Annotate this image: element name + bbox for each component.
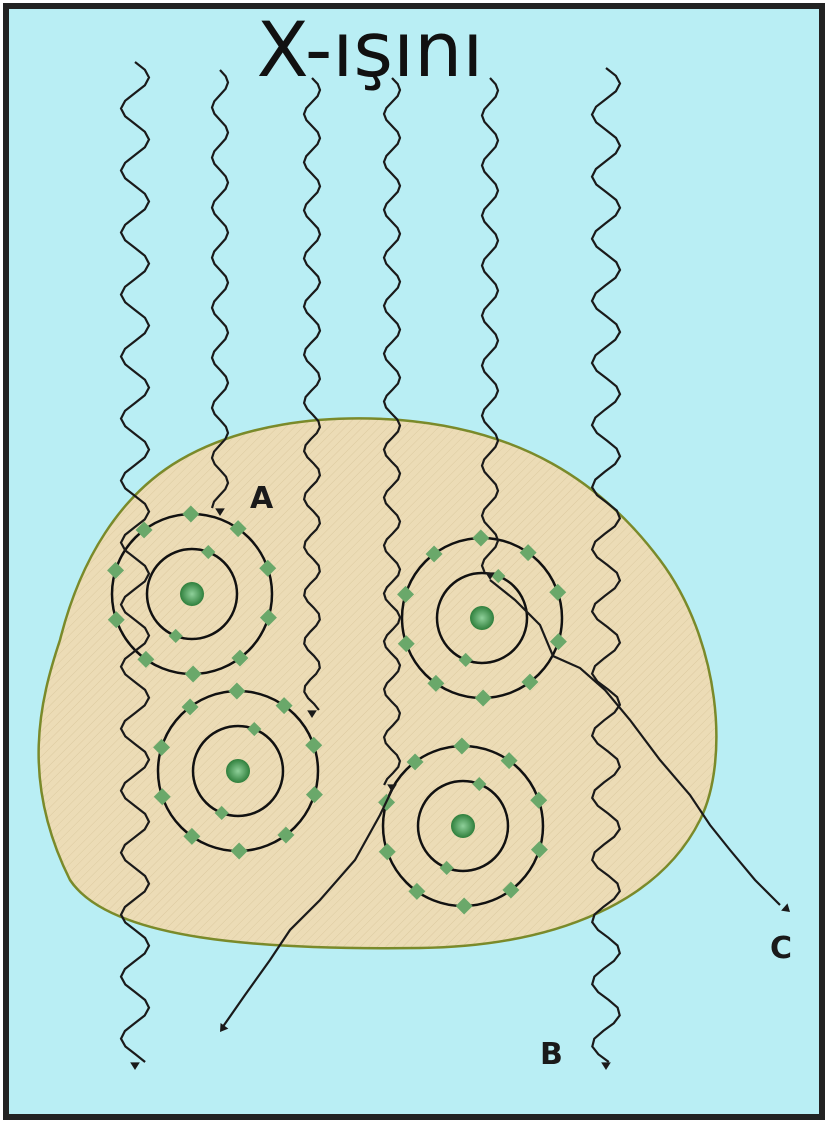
label-a: A — [250, 481, 274, 516]
nucleus — [180, 582, 204, 606]
nucleus — [226, 759, 250, 783]
nucleus — [470, 606, 494, 630]
label-c: C — [770, 931, 792, 966]
label-b: B — [540, 1037, 563, 1072]
title-x-ray: X-ışını — [257, 5, 484, 94]
nucleus — [451, 814, 475, 838]
